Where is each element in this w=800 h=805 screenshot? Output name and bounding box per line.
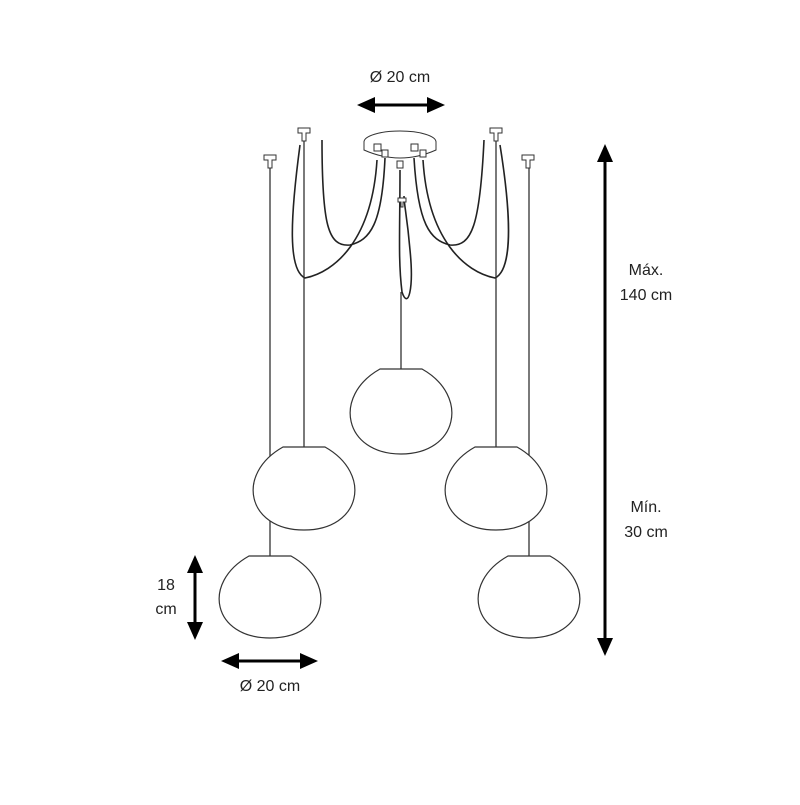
shade-diameter-arrowhead-left: [221, 653, 239, 669]
canopy-arrowhead-left: [357, 97, 375, 113]
shade-diameter-label: Ø 20 cm: [240, 678, 300, 695]
canopy-grommet-3: [396, 160, 404, 169]
globe-shade-right: [444, 446, 548, 531]
hook-clip-left: [297, 127, 311, 142]
hook-clip-right: [489, 127, 503, 142]
hook-clip-far-right: [521, 154, 535, 169]
hook-clips: [263, 127, 535, 208]
canopy-diameter-dimension: Ø 20 cm: [357, 69, 445, 113]
globe-shade-left: [252, 446, 356, 531]
shade-height-arrowhead-bottom: [187, 622, 203, 640]
shade-height-value: 18: [157, 577, 175, 594]
cord-right-inner: [422, 144, 510, 279]
height-arrowhead-bottom: [597, 638, 613, 656]
cord-center-loop: [398, 169, 413, 300]
canopy-grommet-5: [419, 149, 427, 158]
ceiling-canopy: [363, 130, 437, 169]
canopy-grommet-2: [381, 149, 389, 158]
shade-height-dimension: 18 cm: [155, 555, 203, 640]
height-arrowhead-top: [597, 144, 613, 162]
max-label: Máx.: [629, 262, 664, 279]
shade-diameter-dimension: Ø 20 cm: [221, 653, 318, 695]
cord-left-inner: [291, 144, 378, 279]
hook-clip-far-left: [263, 154, 277, 169]
canopy-diameter-label: Ø 20 cm: [370, 69, 430, 86]
shade-height-unit: cm: [155, 601, 176, 618]
min-value: 30 cm: [624, 524, 668, 541]
shade-diameter-arrowhead-right: [300, 653, 318, 669]
cords: [291, 139, 510, 300]
globe-shades: [218, 368, 581, 639]
canopy-arrowhead-right: [427, 97, 445, 113]
canopy-grommet-1: [373, 143, 382, 152]
height-range-dimension: Máx. 140 cm Mín. 30 cm: [597, 144, 672, 656]
globe-shade-bottom-left: [218, 555, 322, 639]
globe-shade-bottom-right: [477, 555, 581, 639]
max-value: 140 cm: [620, 287, 672, 304]
globe-shade-center: [349, 368, 453, 455]
shade-height-arrowhead-top: [187, 555, 203, 573]
min-label: Mín.: [630, 499, 661, 516]
hook-clip-center: [397, 197, 407, 208]
cord-left-outer: [321, 139, 386, 246]
canopy-grommet-4: [410, 143, 419, 152]
cord-right-outer: [413, 139, 485, 246]
